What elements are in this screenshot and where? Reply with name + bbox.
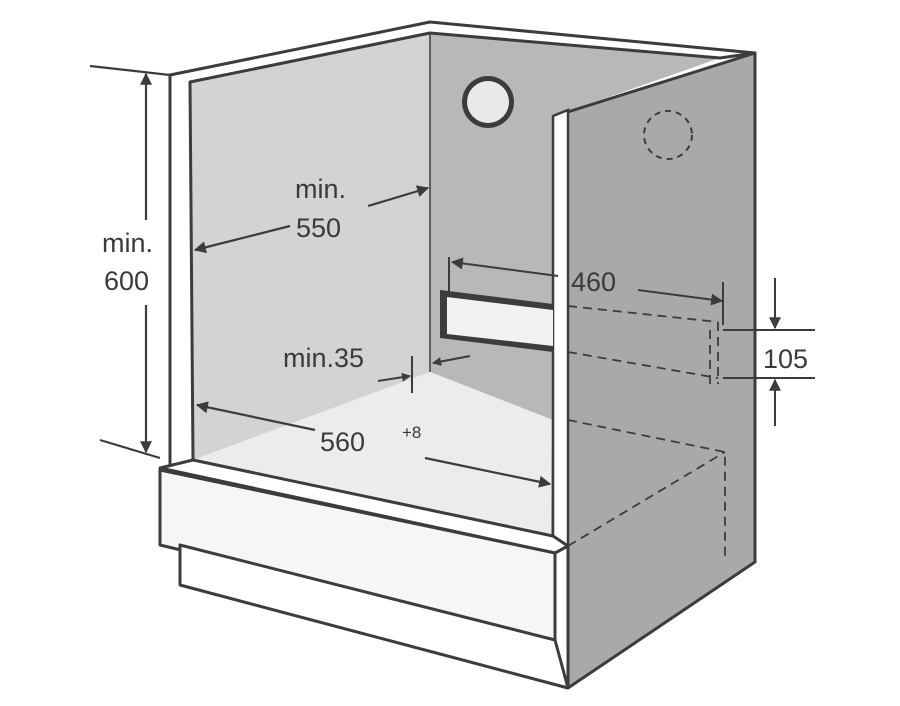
slot-width-dimension xyxy=(448,257,724,325)
left-inner-wall xyxy=(190,33,430,460)
clearance-label: min.35 xyxy=(283,343,364,373)
slot-height-dimension xyxy=(723,278,815,426)
hidden-floor-diagonal xyxy=(567,451,726,547)
inner-width-tolerance-label: +8 xyxy=(402,423,421,442)
cavity-floor xyxy=(193,372,553,536)
inner-width-label: 560 xyxy=(320,427,365,457)
clearance-dimension xyxy=(377,355,471,393)
depth-dimension xyxy=(193,185,430,254)
depth-min-label: min. xyxy=(295,174,346,204)
height-dimension xyxy=(89,64,171,460)
right-side-panel xyxy=(551,51,757,690)
right-panel-front-edge xyxy=(551,108,570,549)
height-min-label: min. xyxy=(102,228,153,258)
slot-width-label: 460 xyxy=(571,267,616,297)
hidden-floor-line xyxy=(567,419,726,562)
height-value-label: 600 xyxy=(104,266,149,296)
circular-vent-icon xyxy=(462,76,514,128)
inner-width-dimension xyxy=(195,401,552,488)
slot-height-label: 105 xyxy=(763,344,808,374)
depth-value-label: 550 xyxy=(296,213,341,243)
dashed-circle-vent-icon xyxy=(643,110,693,160)
cable-slot xyxy=(440,290,553,352)
plinth-bottom xyxy=(178,543,570,690)
slot-projection-lines xyxy=(567,305,719,384)
